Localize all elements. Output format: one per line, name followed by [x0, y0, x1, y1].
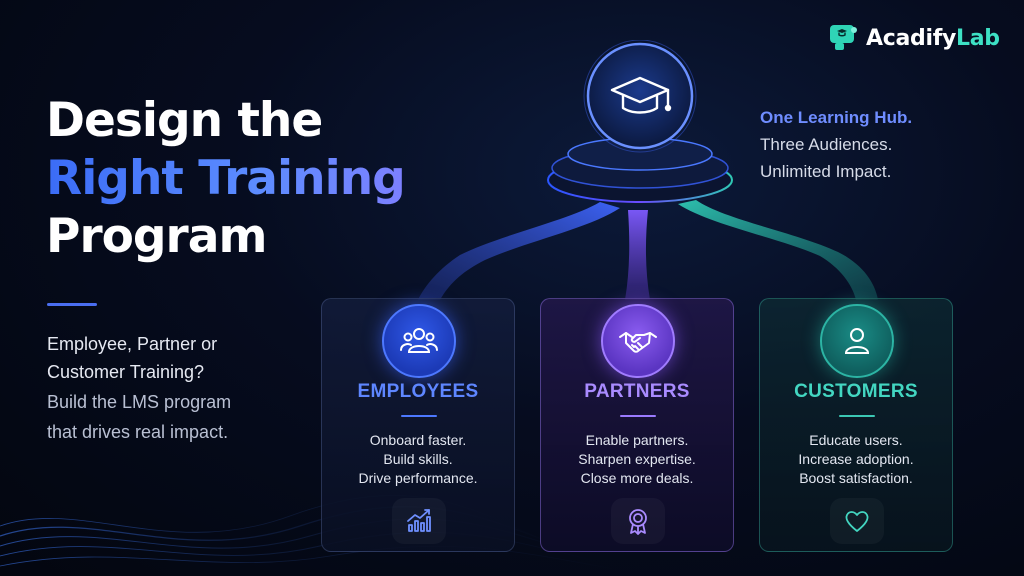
card-partners-line-1: Enable partners.: [585, 432, 689, 448]
subhead-answer-1: Build the LMS program: [47, 392, 232, 412]
headline: Design the Right Training Program: [46, 92, 466, 266]
brand-name: AcadifyLab: [866, 26, 1000, 51]
hub-tagline: One Learning Hub. Three Audiences. Unlim…: [760, 104, 912, 185]
card-customers-line-2: Increase adoption.: [798, 451, 914, 467]
card-partners: PARTNERS Enable partners. Sharpen expert…: [540, 298, 734, 552]
card-partners-line-3: Close more deals.: [580, 470, 694, 486]
subheadline: Employee, Partner or Customer Training? …: [47, 330, 307, 446]
card-partners-divider: [620, 415, 656, 417]
handshake-icon: [619, 332, 657, 353]
flow-ribbon-partners: [625, 210, 650, 300]
card-customers-badge: [820, 304, 894, 378]
headline-divider: [47, 303, 97, 306]
card-employees-divider: [401, 415, 437, 417]
heart-icon: [845, 511, 869, 532]
card-customers: CUSTOMERS Educate users. Increase adopti…: [759, 298, 953, 552]
award-ribbon-icon: [629, 509, 647, 535]
card-employees-badge: [382, 304, 456, 378]
card-employees-title: EMPLOYEES: [357, 381, 479, 402]
card-partners-badge: [601, 304, 675, 378]
flow-ribbon-customers: [678, 200, 878, 300]
tagline-line-2: Three Audiences.: [760, 135, 893, 154]
card-employees-text: Onboard faster. Build skills. Drive perf…: [322, 431, 514, 488]
subhead-question-2: Customer Training?: [47, 362, 205, 382]
card-employees-line-1: Onboard faster.: [369, 432, 467, 448]
subhead-answer-2: that drives real impact.: [47, 422, 229, 442]
hub-circle-glow: [583, 40, 697, 153]
headline-line-3: Program: [46, 209, 267, 264]
graduation-cap-icon: [610, 76, 672, 114]
tagline-line-3: Unlimited Impact.: [760, 162, 892, 181]
tagline-line-1: One Learning Hub.: [760, 108, 913, 127]
card-customers-line-3: Boost satisfaction.: [799, 470, 913, 486]
card-employees-line-2: Build skills.: [383, 451, 453, 467]
brand-name-part1: Acadify: [866, 25, 957, 51]
card-customers-line-1: Educate users.: [809, 432, 903, 448]
acadify-logo-icon: [830, 25, 857, 50]
headline-line-1: Design the: [46, 93, 323, 148]
headline-line-2: Right Training: [46, 150, 466, 208]
learning-hub: [547, 40, 733, 203]
card-customers-title: CUSTOMERS: [794, 381, 918, 402]
card-employees-line-3: Drive performance.: [358, 470, 478, 486]
subhead-question-1: Employee, Partner or: [47, 334, 218, 354]
card-partners-title: PARTNERS: [584, 381, 690, 402]
card-partners-foot: [611, 498, 665, 544]
user-icon: [844, 328, 870, 354]
brand-logo: AcadifyLab: [828, 22, 1000, 54]
team-icon: [400, 328, 438, 353]
brand-name-part2: Lab: [956, 25, 1000, 51]
card-customers-text: Educate users. Increase adoption. Boost …: [760, 431, 952, 488]
card-partners-line-2: Sharpen expertise.: [578, 451, 696, 467]
card-employees-foot: [392, 498, 446, 544]
card-customers-divider: [839, 415, 875, 417]
card-employees: EMPLOYEES Onboard faster. Build skills. …: [321, 298, 515, 552]
growth-chart-icon: [407, 509, 431, 532]
card-partners-text: Enable partners. Sharpen expertise. Clos…: [541, 431, 733, 488]
hub-circle: [586, 42, 694, 150]
card-customers-foot: [830, 498, 884, 544]
